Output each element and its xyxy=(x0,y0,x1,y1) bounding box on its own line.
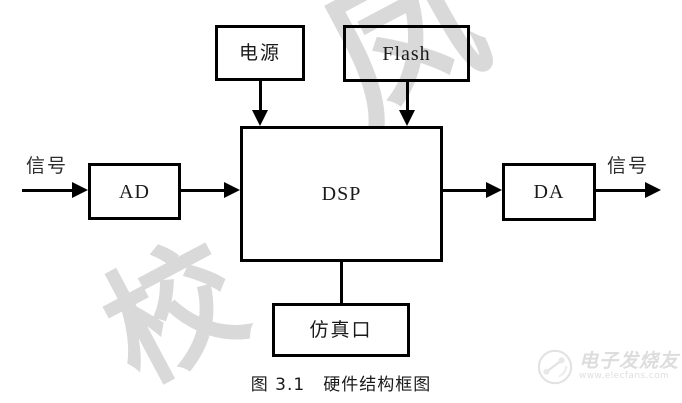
power-supply-block: 电源 xyxy=(215,25,305,81)
flash-memory-label: Flash xyxy=(382,42,431,65)
edge-da-to-signal-output xyxy=(596,189,646,192)
figure-caption: 图 3.1 硬件结构框图 xyxy=(250,375,432,395)
flash-memory-block: Flash xyxy=(343,25,470,82)
edge-power-to-dsp xyxy=(259,81,262,112)
arrowhead-signal-input-to-ad xyxy=(72,182,88,198)
da-converter-label: DA xyxy=(533,181,565,203)
da-converter-block: DA xyxy=(502,163,596,221)
arrowhead-flash-to-dsp xyxy=(399,110,415,126)
edge-flash-to-dsp xyxy=(406,82,409,112)
arrowhead-power-to-dsp xyxy=(252,110,268,126)
signal-output-label: 信号 xyxy=(607,155,650,177)
edge-signal-input-to-ad xyxy=(22,189,74,192)
edge-dsp-to-da xyxy=(443,189,487,192)
arrowhead-dsp-to-da xyxy=(486,182,502,198)
elecfans-circuit-icon xyxy=(537,349,573,385)
dsp-processor-block: DSP xyxy=(240,126,443,262)
edge-ad-to-dsp xyxy=(181,189,225,192)
logo-brand-name: 电子发烧友 xyxy=(579,350,680,373)
edge-dsp-to-emulation-port xyxy=(340,261,343,304)
arrowhead-da-to-signal-output xyxy=(645,182,661,198)
ad-converter-label: AD xyxy=(119,180,150,203)
arrowhead-ad-to-dsp xyxy=(224,182,240,198)
dsp-processor-label: DSP xyxy=(321,183,362,205)
logo-website-url: www.elecfans.com xyxy=(579,371,670,382)
ad-converter-block: AD xyxy=(88,163,181,220)
emulation-port-block: 仿真口 xyxy=(272,303,410,357)
emulation-port-label: 仿真口 xyxy=(309,318,373,341)
logo-text-group: 电子发烧友 www.elecfans.com xyxy=(579,350,680,382)
signal-input-label: 信号 xyxy=(26,155,69,177)
power-supply-label: 电源 xyxy=(238,41,281,64)
site-logo: 电子发烧友 www.elecfans.com xyxy=(536,348,679,386)
